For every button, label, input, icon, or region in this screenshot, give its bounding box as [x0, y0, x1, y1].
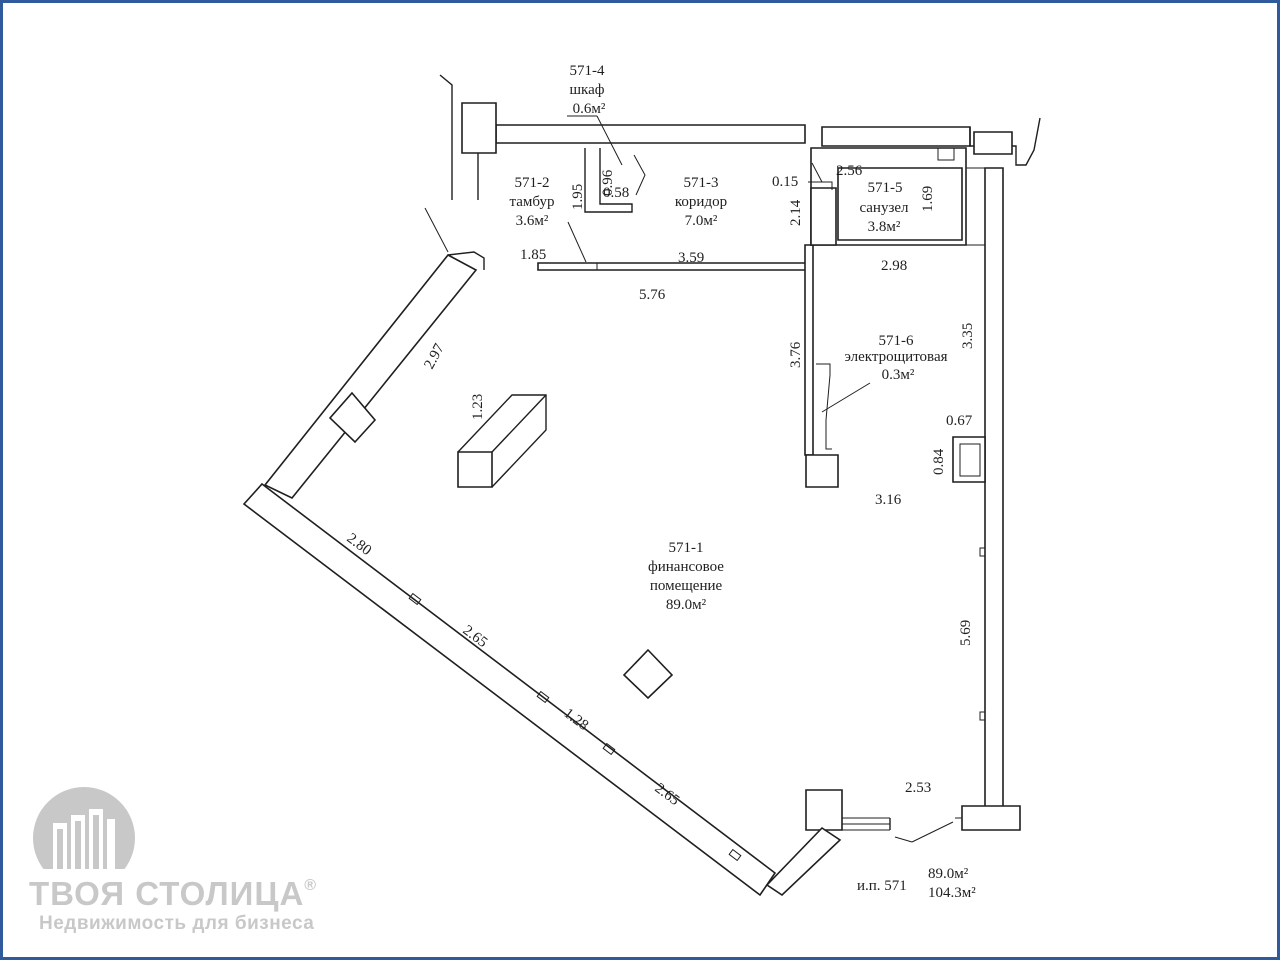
room-571-3: 571-3 коридор 7.0м²	[675, 175, 727, 229]
dim-1-23: 1.23	[470, 394, 486, 420]
plan-fixtures	[408, 394, 742, 862]
dim-0-96: 0.96	[600, 169, 616, 196]
dim-3-59: 3.59	[678, 250, 704, 266]
dim-5-76: 5.76	[639, 287, 666, 303]
registered-mark: ®	[304, 877, 318, 894]
room-571-5: 571-5 санузел 3.8м²	[859, 180, 909, 235]
dim-1-85: 1.85	[520, 247, 546, 263]
room-id: 571-2	[515, 175, 550, 191]
room-name-line2: помещение	[650, 578, 723, 594]
dim-1-69: 1.69	[920, 186, 936, 212]
room-name-line1: финансовое	[648, 559, 724, 575]
dim-1-95: 1.95	[570, 184, 586, 210]
building-logo-icon	[33, 787, 135, 869]
room-id: 571-4	[570, 63, 605, 79]
dim-2-53: 2.53	[905, 780, 931, 796]
room-name: шкаф	[570, 82, 605, 98]
dim-3-76: 3.76	[788, 341, 804, 368]
room-area: 0.3м²	[882, 367, 915, 383]
area-summary: и.п. 571 89.0м² 104.3м²	[857, 866, 976, 901]
room-area: 3.8м²	[868, 219, 901, 235]
room-area: 7.0м²	[685, 213, 718, 229]
room-id: 571-1	[669, 540, 704, 556]
room-571-1: 571-1 финансовое помещение 89.0м²	[648, 540, 724, 613]
dim-0-67: 0.67	[946, 413, 973, 429]
floor-plan: 571-4 шкаф 0.6м² 571-2 тамбур 3.6м² 571-…	[242, 63, 1041, 901]
room-name: электрощитовая	[844, 349, 947, 365]
dim-0-84: 0.84	[931, 448, 947, 475]
dim-0-15: 0.15	[772, 174, 798, 190]
summary-area-main: 89.0м²	[928, 866, 969, 882]
dim-3-16: 3.16	[875, 492, 902, 508]
dim-5-69: 5.69	[958, 620, 974, 646]
room-id: 571-6	[879, 333, 914, 349]
room-name: коридор	[675, 194, 727, 210]
leader-lines	[424, 115, 954, 843]
room-571-6: 571-6 электрощитовая 0.3м²	[844, 333, 947, 383]
room-area: 3.6м²	[516, 213, 549, 229]
room-571-2: 571-2 тамбур 3.6м²	[510, 175, 555, 229]
dim-2-56: 2.56	[836, 163, 863, 179]
summary-label: и.п. 571	[857, 878, 907, 894]
dim-3-35: 3.35	[960, 323, 976, 349]
dimension-labels: 0.96 0.58 1.95 1.85 3.59 5.76 0.15 2.14 …	[344, 163, 976, 809]
plan-walls	[242, 74, 1041, 897]
dim-2-14: 2.14	[788, 199, 804, 226]
room-area: 89.0м²	[666, 597, 707, 613]
room-area: 0.6м²	[573, 101, 606, 117]
room-id: 571-5	[868, 180, 903, 196]
dim-0-58: 0.58	[603, 185, 629, 201]
room-571-4: 571-4 шкаф 0.6м²	[570, 63, 606, 117]
room-name: санузел	[859, 200, 909, 216]
dim-2-98: 2.98	[881, 258, 907, 274]
brand-name: ТВОЯ СТОЛИЦА®	[29, 875, 318, 912]
summary-area-total: 104.3м²	[928, 885, 976, 901]
brand-watermark: ТВОЯ СТОЛИЦА® Недвижимость для бизнеса	[29, 785, 389, 945]
dim-2-97: 2.97	[421, 341, 448, 372]
room-id: 571-3	[684, 175, 719, 191]
room-name: тамбур	[510, 194, 555, 210]
brand-tagline: Недвижимость для бизнеса	[39, 913, 315, 934]
